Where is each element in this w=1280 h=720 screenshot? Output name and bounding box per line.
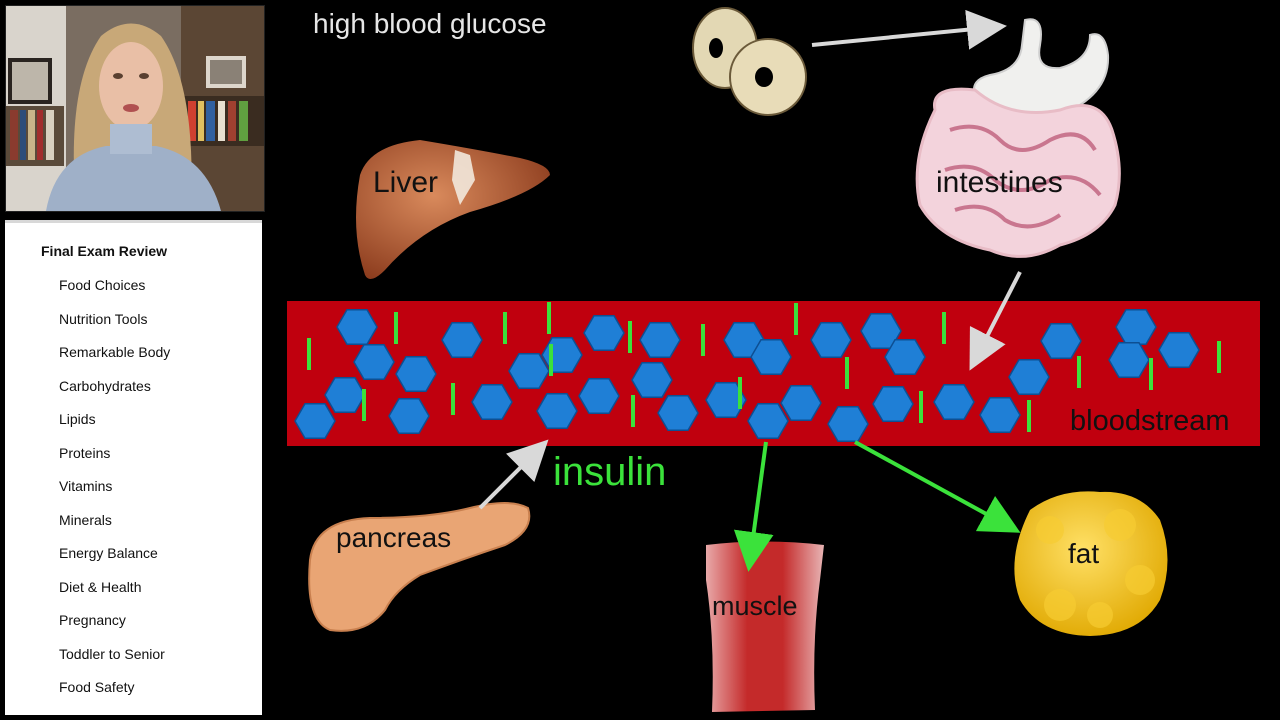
glucose-molecule (1008, 358, 1050, 396)
glucose-molecule (979, 396, 1021, 434)
diagram-title: high blood glucose (313, 8, 547, 39)
glucose-molecule (872, 385, 914, 423)
blood-to-muscle-arrow (733, 441, 774, 572)
sidebar-item-nutrition-tools[interactable]: Nutrition Tools (59, 310, 148, 327)
insulin-molecule (1027, 400, 1031, 432)
glucose-molecule (388, 397, 430, 435)
liver-icon (356, 140, 550, 279)
intestines-label: intestines (936, 166, 1063, 199)
sidebar-item-minerals[interactable]: Minerals (59, 511, 112, 528)
sidebar-item-toddler-to-senior[interactable]: Toddler to Senior (59, 645, 165, 662)
insulin-molecule (701, 324, 705, 356)
glucose-molecule (353, 343, 395, 381)
sidebar-item-pregnancy[interactable]: Pregnancy (59, 612, 126, 628)
insulin-molecule (845, 357, 849, 389)
glucose-molecule (747, 402, 789, 440)
glucose-molecule (471, 383, 513, 421)
insulin-molecule (362, 389, 366, 421)
glucose-molecule (750, 338, 792, 376)
donut-icon (692, 7, 807, 116)
sidebar-heading[interactable]: Final Exam Review (41, 243, 168, 259)
pancreas-to-blood-arrow (478, 439, 549, 510)
insulin-molecule (307, 338, 311, 370)
glucose-molecule (780, 384, 822, 422)
fat-label: fat (1068, 538, 1100, 569)
fat-icon (1014, 491, 1168, 636)
liver-label: Liver (373, 166, 439, 199)
presenter-video (5, 5, 265, 212)
glucose-molecule (1115, 308, 1157, 346)
glucose-molecule (639, 321, 681, 359)
glucose-molecule (1040, 322, 1082, 360)
glucose-molecule (294, 402, 336, 440)
insulin-label: insulin (553, 450, 667, 494)
insulin-molecule (919, 391, 923, 423)
blood-to-fat-arrow (854, 440, 1021, 533)
glucose-molecule (705, 381, 747, 419)
glucose-molecule (536, 392, 578, 430)
sidebar-item-diet-health[interactable]: Diet & Health (59, 578, 142, 595)
intestines-icon (915, 87, 1121, 258)
pancreas-icon (308, 502, 531, 632)
muscle-icon (706, 541, 824, 712)
sidebar-item-carbohydrates[interactable]: Carbohydrates (59, 377, 151, 394)
glucose-molecule (1108, 341, 1150, 379)
glucose-molecule (933, 383, 975, 421)
sidebar-menu: Food Choices Nutrition Tools Remarkable … (59, 277, 170, 713)
insulin-molecule (1077, 356, 1081, 388)
pancreas-label: pancreas (336, 522, 452, 553)
insulin-molecule (631, 395, 635, 427)
insulin-molecule (503, 312, 507, 344)
stomach-icon (973, 18, 1110, 119)
insulin-molecule (547, 302, 551, 334)
sidebar-item-food-safety[interactable]: Food Safety (59, 679, 135, 695)
insulin-molecule (451, 383, 455, 415)
intestines-to-blood-arrow (969, 271, 1022, 371)
glucose-molecule (583, 314, 625, 352)
insulin-molecule (1217, 341, 1221, 373)
insulin-molecule (394, 312, 398, 344)
glucose-molecule (810, 321, 852, 359)
insulin-molecule (794, 303, 798, 335)
insulin-molecule (1149, 358, 1153, 390)
insulin-molecule (549, 344, 553, 376)
glucose-molecule (578, 377, 620, 415)
glucose-molecule (1158, 331, 1200, 369)
sidebar-item-remarkable-body[interactable]: Remarkable Body (59, 344, 171, 360)
sidebar-item-lipids[interactable]: Lipids (59, 411, 96, 427)
insulin-molecule (628, 321, 632, 353)
bloodstream-label: bloodstream (1070, 405, 1230, 437)
glucose-molecule (508, 352, 550, 390)
insulin-molecule (738, 377, 742, 409)
glucose-molecule (657, 394, 699, 432)
glucose-molecule (324, 376, 366, 414)
sidebar-item-energy-balance[interactable]: Energy Balance (59, 545, 158, 561)
glucose-molecule (631, 361, 673, 399)
glucose-molecule (884, 338, 926, 376)
donuts-to-stomach-arrow (811, 9, 1007, 50)
muscle-label: muscle (712, 591, 798, 621)
glucose-molecule (395, 355, 437, 393)
course-sidebar: Final Exam Review Food Choices Nutrition… (5, 220, 262, 715)
sidebar-item-food-choices[interactable]: Food Choices (59, 277, 146, 293)
insulin-molecule (942, 312, 946, 344)
sidebar-item-proteins[interactable]: Proteins (59, 444, 111, 461)
glucose-molecule (441, 321, 483, 359)
glucose-molecule (827, 405, 869, 443)
sidebar-item-vitamins[interactable]: Vitamins (59, 478, 113, 494)
